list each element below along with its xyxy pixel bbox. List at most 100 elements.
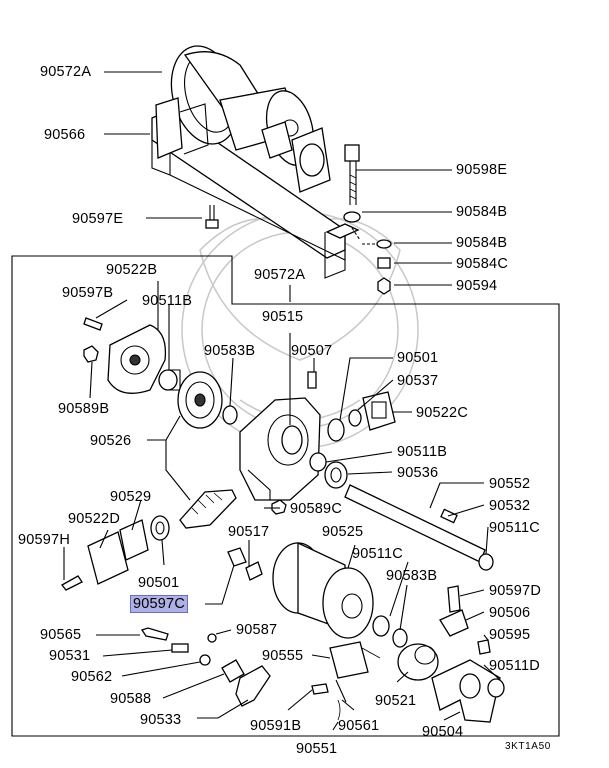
label-90533: 90533 <box>140 712 182 728</box>
label-90517: 90517 <box>228 524 270 540</box>
label-90501-b: 90501 <box>138 575 180 591</box>
bushing-90511D <box>487 678 505 698</box>
label-90597C-highlighted[interactable]: 90597C <box>130 595 188 613</box>
label-90595: 90595 <box>489 627 531 643</box>
label-90536: 90536 <box>397 465 439 481</box>
label-90521: 90521 <box>375 693 417 709</box>
gear-case-90515 <box>239 397 321 501</box>
label-90583B-b: 90583B <box>386 568 438 584</box>
washer-90587 <box>207 633 217 643</box>
label-90511D: 90511D <box>489 658 540 674</box>
bolt-90598E <box>344 144 360 205</box>
top-winch-assembly <box>151 45 360 279</box>
clutch-90555 <box>329 641 369 679</box>
label-90594: 90594 <box>456 278 498 294</box>
nut-stack <box>351 227 392 295</box>
breather-90507 <box>307 371 317 389</box>
lever-90533 <box>235 665 271 707</box>
label-90522C: 90522C <box>416 405 468 421</box>
label-90565: 90565 <box>40 627 82 643</box>
label-90597B: 90597B <box>62 285 114 301</box>
label-90561: 90561 <box>338 718 380 734</box>
bolt-90565 <box>140 627 169 641</box>
bushing-90511C-a <box>478 553 494 571</box>
label-90587: 90587 <box>236 622 278 638</box>
label-90511B-a: 90511B <box>142 293 193 309</box>
nut-90562 <box>199 654 211 666</box>
plate-90522C <box>362 391 396 431</box>
plate-90522D <box>87 531 129 585</box>
label-90511B-b: 90511B <box>397 444 448 460</box>
bolt-90597E <box>205 205 219 229</box>
spring-90531 <box>171 643 189 653</box>
detail-box-outline <box>11 255 560 737</box>
label-90531: 90531 <box>49 648 91 664</box>
label-90504: 90504 <box>422 724 464 740</box>
label-90506: 90506 <box>489 605 531 621</box>
label-90597D: 90597D <box>489 583 541 599</box>
label-90572A-top: 90572A <box>40 64 92 80</box>
label-90597H: 90597H <box>18 532 70 548</box>
label-90566: 90566 <box>44 127 86 143</box>
label-90515: 90515 <box>262 309 304 325</box>
bolt-90597D <box>447 585 461 613</box>
collar-90588 <box>221 659 245 683</box>
pin-90561 <box>335 679 347 703</box>
bearing-90501-b <box>150 515 170 541</box>
bolt-90597B <box>83 317 103 331</box>
seal-90537 <box>348 409 362 427</box>
bolt-90595 <box>477 639 491 655</box>
label-90522D: 90522D <box>68 511 120 527</box>
label-90522B: 90522B <box>106 262 158 278</box>
label-90507: 90507 <box>291 343 333 359</box>
label-90589C: 90589C <box>290 501 342 517</box>
oring-90583B-b <box>392 628 408 648</box>
label-90551: 90551 <box>296 741 338 757</box>
label-90532: 90532 <box>489 498 531 514</box>
label-90555: 90555 <box>262 648 304 664</box>
gasket-90529 <box>119 519 149 561</box>
leader-lines <box>63 71 501 731</box>
worm-shaft <box>179 489 237 529</box>
label-90584C: 90584C <box>456 256 508 272</box>
bearing-90511B <box>158 369 181 391</box>
gear-90526 <box>177 371 223 429</box>
bearing-90536 <box>324 461 348 489</box>
drawing-code: 3KT1A50 <box>505 741 551 752</box>
bolt-90597H <box>61 575 83 591</box>
label-90526: 90526 <box>90 433 132 449</box>
nut-90589B <box>83 345 99 363</box>
label-90588: 90588 <box>110 691 152 707</box>
drum-90525 <box>272 541 374 639</box>
label-90529: 90529 <box>110 489 152 505</box>
nut-90589C <box>271 499 287 515</box>
label-90511C-a: 90511C <box>489 520 540 536</box>
pin-90591B <box>311 683 329 695</box>
label-90597E: 90597E <box>72 211 124 227</box>
label-90598E: 90598E <box>456 162 508 178</box>
label-90583B-a: 90583B <box>204 343 256 359</box>
clip-90506 <box>439 609 469 637</box>
cover-90522B <box>107 324 167 394</box>
label-90584B-b: 90584B <box>456 235 508 251</box>
label-90562: 90562 <box>71 669 113 685</box>
label-90511C-b: 90511C <box>352 546 403 562</box>
bushing-90511C-b <box>372 615 390 637</box>
label-90525: 90525 <box>322 524 364 540</box>
washer-90584B-top <box>343 211 361 223</box>
label-90584B-a: 90584B <box>456 204 508 220</box>
label-90501-a: 90501 <box>397 350 439 366</box>
label-90591B: 90591B <box>250 718 302 734</box>
label-90589B: 90589B <box>58 401 110 417</box>
oring-90583B-a <box>222 405 238 425</box>
bracket-90504 <box>431 659 501 723</box>
label-90537: 90537 <box>397 373 439 389</box>
bearing-90501-a <box>327 418 345 442</box>
spring-90551 <box>337 699 341 721</box>
sprocket-90521 <box>397 643 439 681</box>
bearing-90511B-b <box>309 452 327 472</box>
pin-90517 <box>245 561 263 581</box>
label-90572A-box: 90572A <box>254 267 306 283</box>
label-90552: 90552 <box>489 476 531 492</box>
